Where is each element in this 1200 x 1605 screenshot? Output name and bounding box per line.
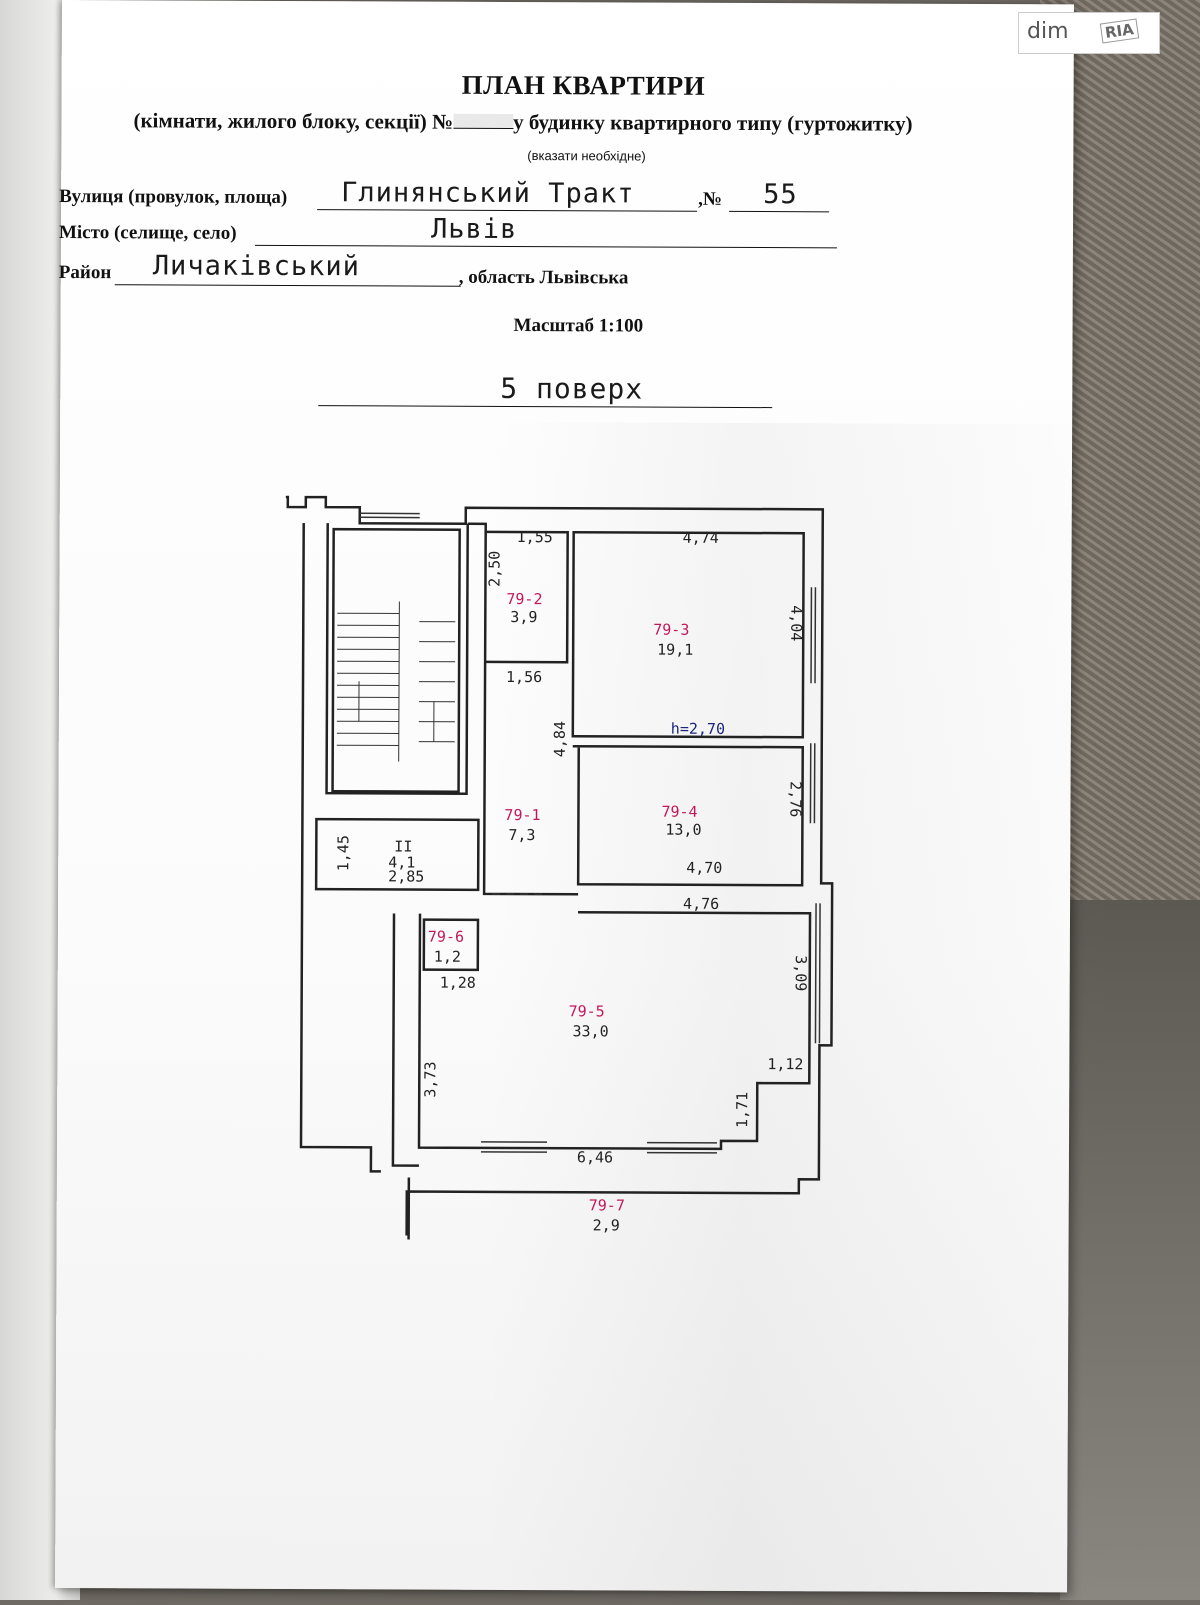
room-number: 79-1	[504, 806, 540, 824]
dimension-label: 1,28	[440, 974, 476, 992]
dimension-label: 1,71	[733, 1092, 751, 1128]
dimension-label: 6,46	[577, 1148, 613, 1166]
dimension-label: 4,70	[686, 859, 722, 877]
room-area: 1,2	[434, 948, 461, 966]
dimension-label: 2,76	[786, 781, 804, 817]
room-area: 2,9	[593, 1216, 620, 1234]
room-number: 79-2	[506, 590, 542, 608]
room-area: 7,3	[508, 826, 535, 844]
staircase	[337, 601, 456, 762]
plan-walls	[283, 497, 834, 1241]
dimension-label: 1,45	[334, 835, 352, 871]
dimension-label: 3,09	[792, 955, 810, 991]
dimension-label: 4,74	[683, 529, 719, 547]
room-area: 33,0	[572, 1022, 608, 1040]
dimension-label: 2,50	[485, 551, 503, 587]
room-area: 13,0	[665, 821, 701, 839]
room-number: 79-4	[661, 803, 697, 821]
dimension-label: 1,55	[517, 528, 553, 546]
dimension-label: 1,56	[506, 668, 542, 686]
room-area: 3,9	[510, 608, 537, 626]
dimension-label: 3,73	[421, 1061, 439, 1097]
room-number: 79-7	[589, 1196, 625, 1214]
document-page: ПЛАН КВАРТИРИ (кімнати, жилого блоку, се…	[55, 0, 1074, 1592]
floor-plan: 1,55 4,74 2,50 4,04 1,56 4,84 2,76 4,70 …	[55, 0, 1074, 1592]
room-number: 79-3	[653, 621, 689, 639]
dimension-label: 1,12	[767, 1055, 803, 1073]
dimria-watermark: dim RIA	[1018, 12, 1160, 54]
room-number: 79-5	[569, 1002, 605, 1020]
ceiling-height: h=2,70	[671, 720, 725, 738]
dimension-label: 4,76	[683, 895, 719, 913]
dimension-label: 4,04	[787, 605, 805, 641]
dimension-label: 4,84	[551, 721, 569, 757]
windows	[357, 513, 822, 1153]
room-area: 19,1	[657, 641, 693, 659]
table-surface	[1060, 900, 1200, 1600]
room-number: 79-6	[428, 928, 464, 946]
room-area: 4,1	[388, 853, 415, 871]
